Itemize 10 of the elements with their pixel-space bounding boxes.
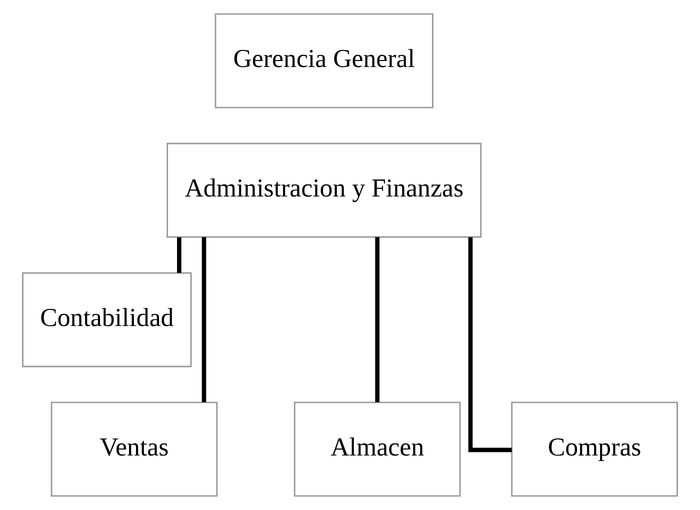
node-box: Compras — [511, 402, 678, 497]
connector — [375, 237, 380, 402]
connector — [468, 237, 512, 452]
connector — [202, 237, 206, 402]
node-box: Contabilidad — [22, 272, 192, 368]
node-box: Gerencia General — [214, 13, 434, 108]
node-box: Ventas — [50, 402, 218, 497]
node-box: Almacen — [294, 402, 461, 497]
node-box: Administracion y Finanzas — [166, 142, 482, 238]
connector — [177, 237, 182, 273]
